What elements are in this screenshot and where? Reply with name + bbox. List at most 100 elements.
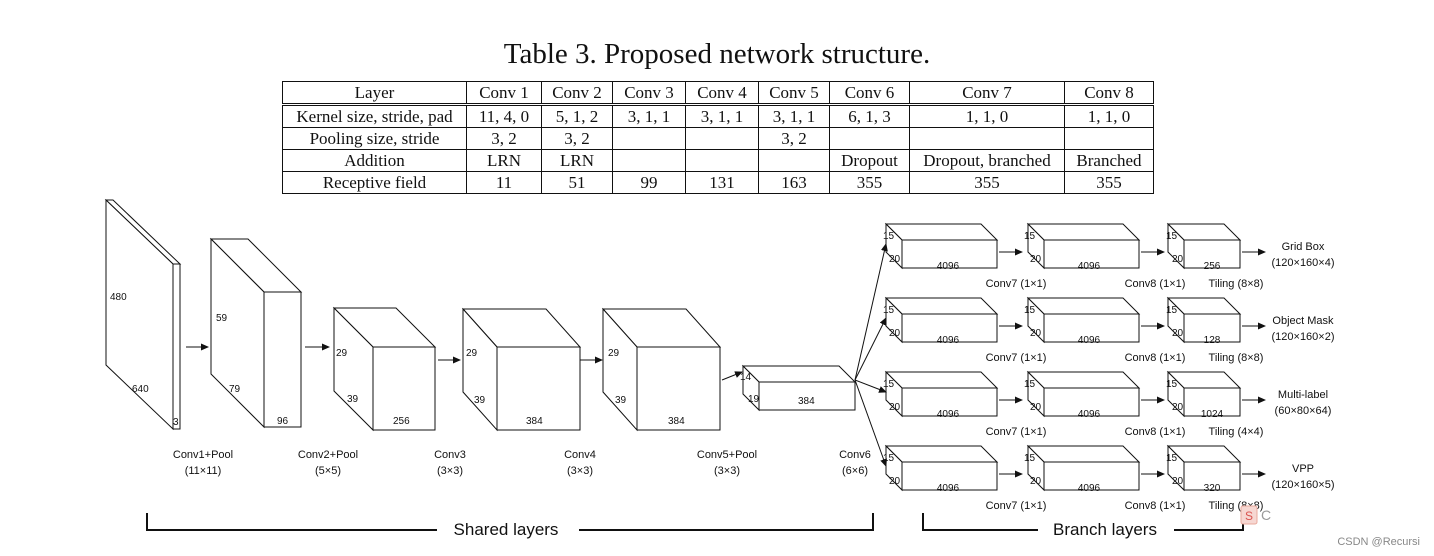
table-cell: 5, 1, 2 [541,104,613,128]
dim-height: 15 [1024,305,1036,316]
conv7-label: Conv7 (1×1) [986,352,1047,364]
layer-name: Conv2+Pool [298,449,358,461]
dim-depth: 256 [1204,261,1221,272]
dim-width: 39 [615,395,627,406]
dim-width: 79 [229,384,241,395]
svg-text:S: S [1245,509,1253,523]
dim-height: 15 [1024,379,1036,390]
dim-height: 15 [1166,379,1178,390]
dim-depth: 1024 [1201,409,1224,420]
table-cell: 1, 1, 0 [1064,104,1154,128]
table-header-cell: Conv 8 [1064,81,1154,106]
dim-width: 20 [889,476,901,487]
feature-map-block [741,364,857,412]
dim-height: 59 [216,313,228,324]
dim-width: 39 [474,395,486,406]
layer-name: Conv1+Pool [173,449,233,461]
table-cell: 355 [1064,171,1154,194]
shared-layers-bracket [146,513,874,531]
branch-block [1166,444,1242,492]
dim-depth: 4096 [1078,483,1101,494]
feature-map-block [601,307,722,432]
conv8-label: Conv8 (1×1) [1125,500,1186,512]
dim-width: 20 [1172,402,1184,413]
table-cell: Receptive field [282,171,467,194]
branch-block [1166,370,1242,418]
tiling-label: Tiling (8×8) [1209,278,1264,290]
branch-arrow [854,243,888,381]
dim-height: 15 [1166,453,1178,464]
dim-width: 20 [1030,476,1042,487]
feature-map-block [104,198,182,431]
branch-block [1166,296,1242,344]
dim-depth: 384 [798,396,815,407]
dim-depth: 256 [393,416,410,427]
dim-height: 15 [883,231,895,242]
branch-arrow [854,379,887,393]
dim-depth: 4096 [937,483,960,494]
table-cell: Addition [282,149,467,172]
dim-width: 20 [1172,476,1184,487]
dim-height: 15 [1024,231,1036,242]
branch-block [1026,222,1141,270]
dim-width: 39 [347,394,359,405]
dim-width: 20 [889,328,901,339]
dim-depth: 4096 [937,409,960,420]
layer-kernel: (3×3) [567,465,593,477]
conv8-label: Conv8 (1×1) [1125,426,1186,438]
branch-block [884,296,999,344]
dim-width: 640 [132,384,149,395]
feature-map-block [461,307,582,432]
watermark: CSDN @Recursi [1337,536,1420,548]
conv8-label: Conv8 (1×1) [1125,352,1186,364]
dim-height: 15 [883,379,895,390]
dim-depth: 3 [173,417,179,428]
dim-height: 14 [740,372,752,383]
dim-height: 29 [608,348,620,359]
dim-height: 29 [466,348,478,359]
dim-width: 20 [1172,254,1184,265]
dim-height: 15 [883,453,895,464]
table-header-cell: Conv 6 [829,81,910,106]
tiling-label: Tiling (8×8) [1209,352,1264,364]
output-size: (120×160×4) [1272,257,1335,269]
branch-block [1166,222,1242,270]
tiling-label: Tiling (4×4) [1209,426,1264,438]
dim-depth: 4096 [937,261,960,272]
table-cell: LRN [466,149,542,172]
table-header-cell: Layer [282,81,467,106]
svg-text:C: C [1261,507,1271,523]
layer-kernel: (3×3) [714,465,740,477]
dim-depth: 320 [1204,483,1221,494]
branch-arrow [854,379,887,467]
table-cell: 99 [612,171,686,194]
layer-kernel: (3×3) [437,465,463,477]
dim-depth: 4096 [1078,409,1101,420]
table-caption: Table 3. Proposed network structure. [503,38,931,70]
layer-kernel: (5×5) [315,465,341,477]
feature-map-block [209,237,303,429]
dim-width: 19 [748,394,760,405]
branch-block [884,222,999,270]
table-header-cell: Conv 1 [466,81,542,106]
layer-name: Conv6 [839,449,871,461]
dim-depth: 96 [277,416,289,427]
dim-width: 20 [1030,402,1042,413]
table-row: Kernel size, stride, pad 11, 4, 0 5, 1, … [282,104,1154,128]
dim-width: 20 [889,254,901,265]
table-cell: 6, 1, 3 [829,104,910,128]
table-cell: 3, 2 [466,127,542,150]
branch-block [884,444,999,492]
output-size: (120×160×2) [1272,331,1335,343]
output-name: VPP [1292,463,1314,475]
branch-block [1026,444,1141,492]
dim-height: 15 [1166,231,1178,242]
output-size: (60×80×64) [1275,405,1332,417]
table-header-row: Layer Conv 1 Conv 2 Conv 3 Conv 4 Conv 5… [282,81,1154,106]
table-cell: 51 [541,171,613,194]
branch-layers-label: Branch layers [1053,520,1157,539]
table-cell: 355 [829,171,910,194]
shared-layers-label: Shared layers [454,520,559,539]
dim-depth: 4096 [937,335,960,346]
branch-arrow [854,317,887,381]
